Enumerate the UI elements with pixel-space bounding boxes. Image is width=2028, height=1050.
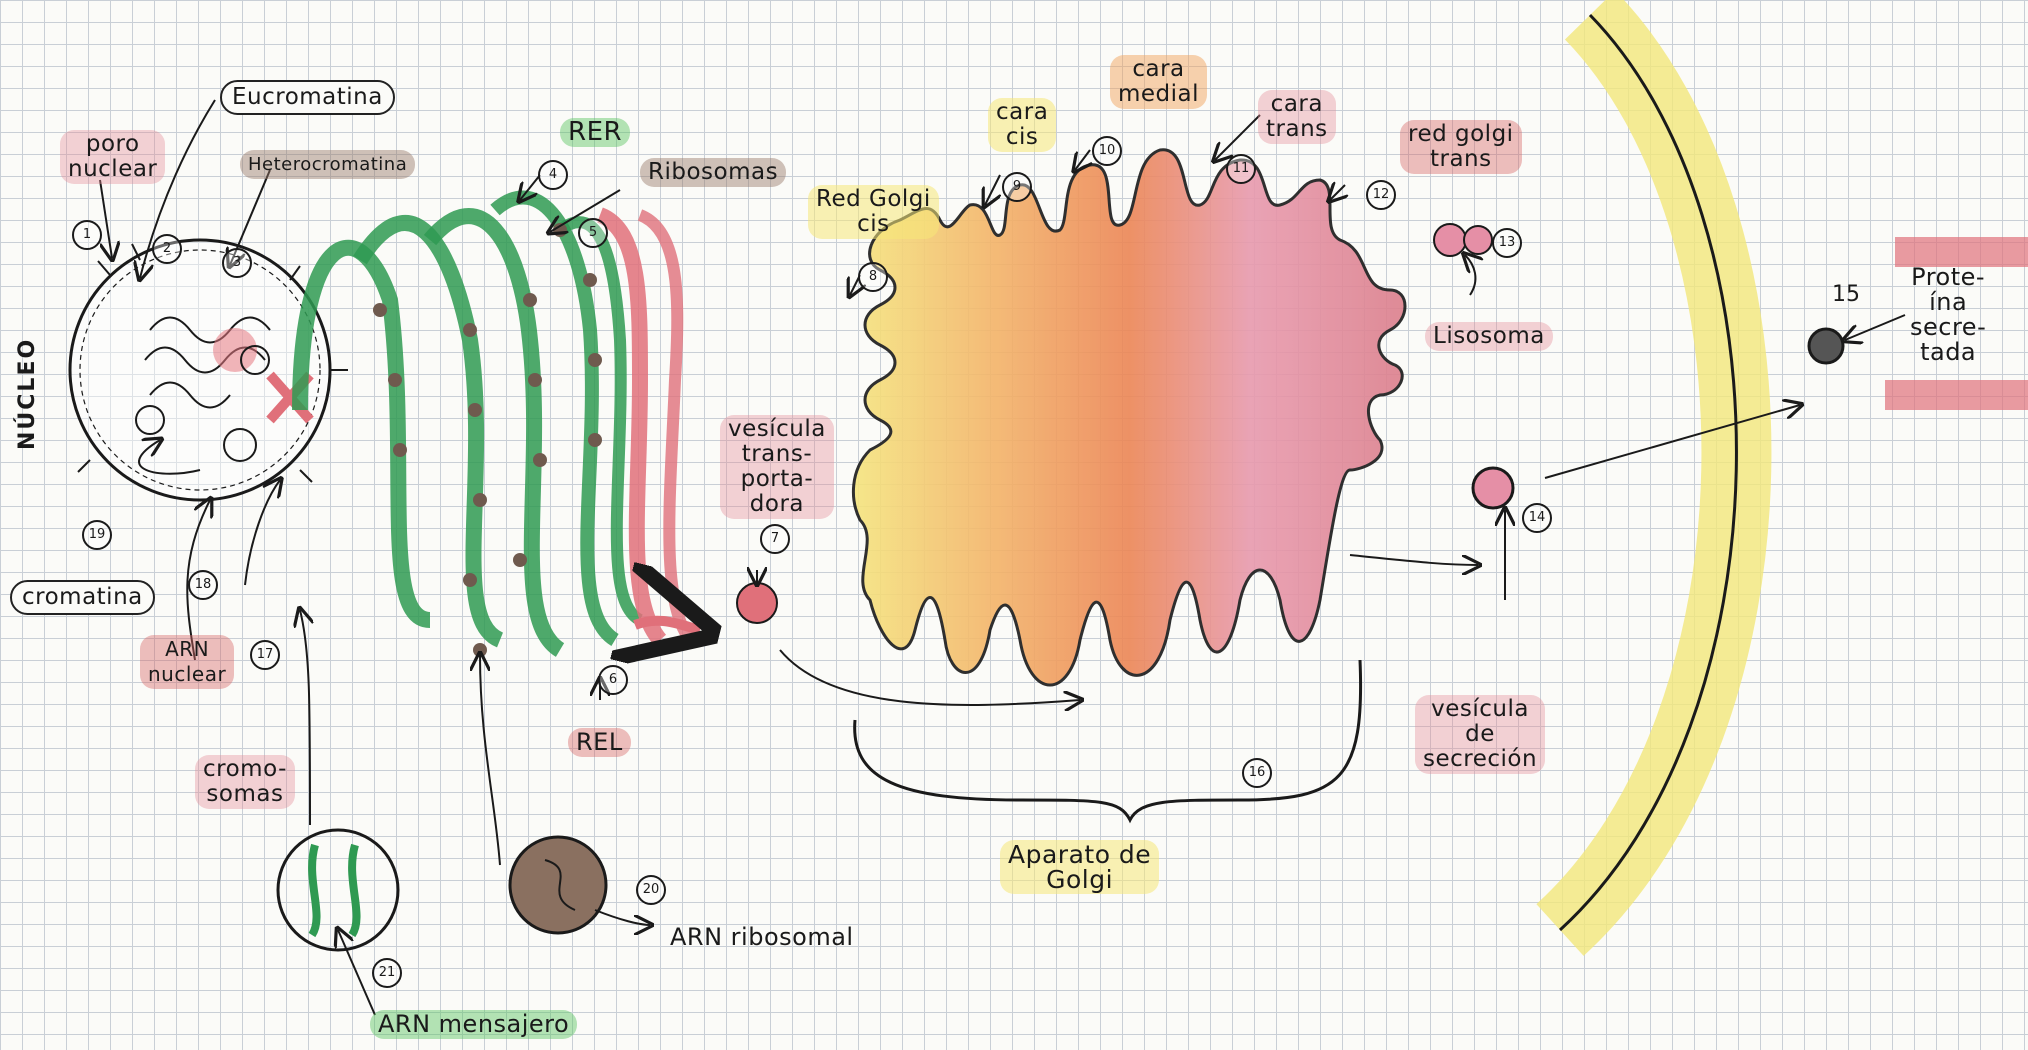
number-19: 19 [82, 520, 112, 550]
number-5: 5 [578, 218, 608, 248]
number-15: 15 [1832, 282, 1860, 307]
number-20: 20 [636, 875, 666, 905]
label-proteina-secretada: Prote- ína secre- tada [1910, 265, 1986, 365]
label-lisosoma: Lisosoma [1425, 322, 1553, 351]
number-9: 9 [1002, 172, 1032, 202]
ribosome-circle [510, 837, 606, 933]
label-eucromatina: Eucromatina [220, 80, 395, 115]
lisosoma-vesicle [1434, 224, 1466, 256]
label-heterocromatina: Heterocromatina [240, 150, 415, 179]
label-arn-ribosomal: ARN ribosomal [670, 925, 854, 950]
cell-membrane [1560, 15, 1736, 930]
number-8: 8 [858, 262, 888, 292]
number-12: 12 [1366, 180, 1396, 210]
number-10: 10 [1092, 136, 1122, 166]
endoplasmic-reticulum [300, 197, 690, 657]
number-21: 21 [372, 958, 402, 988]
label-vesicula-transportadora: vesícula trans- porta- dora [720, 415, 834, 519]
label-vesicula-secrecion: vesícula de secreción [1415, 695, 1545, 774]
number-4: 4 [538, 160, 568, 190]
label-rer: RER [560, 118, 630, 147]
label-arn-mensajero: ARN mensajero [370, 1010, 577, 1039]
label-cara-medial: cara medial [1110, 55, 1207, 109]
number-18: 18 [188, 570, 218, 600]
label-rel: REL [568, 728, 631, 757]
label-ribosomas: Ribosomas [640, 158, 786, 187]
label-aparato-de-golgi: Aparato de Golgi [1000, 840, 1159, 894]
label-cara-cis: cara cis [988, 98, 1056, 152]
nucleus-title: NÚCLEO [15, 338, 40, 450]
label-arn-nuclear: ARN nuclear [140, 635, 234, 689]
label-poro-nuclear: poro nuclear [60, 130, 165, 184]
number-16: 16 [1242, 758, 1272, 788]
vesicula-secrecion [1473, 468, 1513, 508]
number-3: 3 [222, 248, 252, 278]
label-cromosomas: cromo- somas [195, 755, 295, 809]
number-1: 1 [72, 220, 102, 250]
proteina-secretada-vesicle [1809, 329, 1843, 363]
number-17: 17 [250, 640, 280, 670]
golgi-bracket [855, 660, 1361, 820]
number-7: 7 [760, 524, 790, 554]
label-red-golgi-trans: red golgi trans [1400, 120, 1522, 174]
number-6: 6 [598, 665, 628, 695]
label-cromatina: cromatina [10, 580, 155, 615]
number-14: 14 [1522, 503, 1552, 533]
vesicula-transportadora [737, 583, 777, 623]
label-cara-trans: cara trans [1258, 90, 1336, 144]
label-red-golgi-cis: Red Golgi cis [808, 185, 939, 239]
number-13: 13 [1492, 228, 1522, 258]
number-2: 2 [152, 234, 182, 264]
number-11: 11 [1226, 154, 1256, 184]
